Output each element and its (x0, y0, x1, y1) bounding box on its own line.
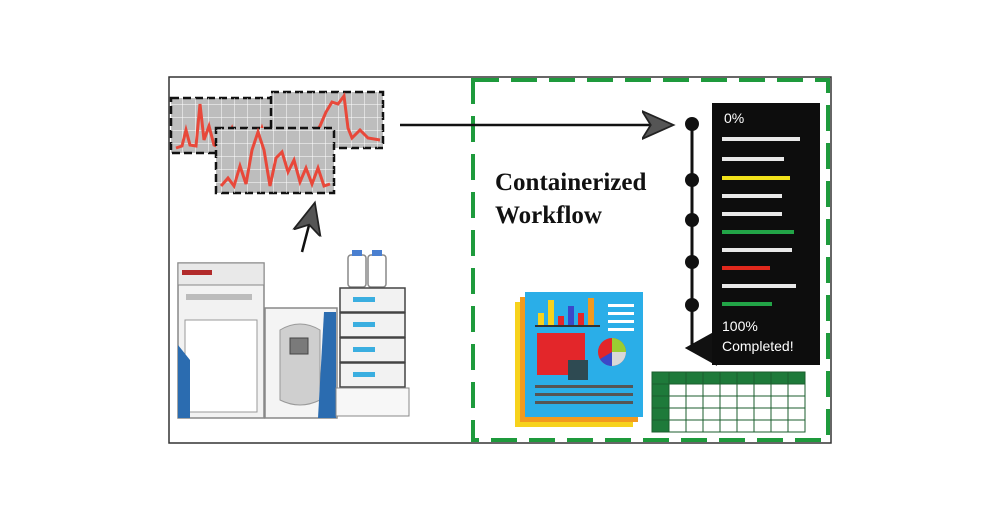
table-cell (736, 395, 755, 409)
timeline-step-1 (685, 117, 699, 131)
table-cell (651, 395, 670, 409)
table-cell (787, 419, 806, 433)
table-cell (702, 407, 721, 421)
log-bar (722, 302, 772, 306)
table-cell (702, 419, 721, 433)
container-boundary (471, 78, 830, 442)
table-cell (685, 383, 704, 397)
table-cell (668, 383, 687, 397)
log-bar (722, 212, 782, 216)
table-cell (668, 371, 687, 385)
log-bar (722, 137, 800, 141)
table-cell (719, 383, 738, 397)
log-bar (722, 248, 792, 252)
chromatogram-trace-icon (169, 90, 385, 195)
table-cell (651, 383, 670, 397)
table-cell (702, 383, 721, 397)
table-cell (770, 383, 789, 397)
table-cell (685, 371, 704, 385)
log-bar (722, 176, 790, 180)
table-cell (753, 383, 772, 397)
table-cell (736, 371, 755, 385)
progress-end-label-line1: 100% (722, 318, 758, 334)
workflow-timeline (684, 117, 718, 366)
report-document-icon (515, 292, 643, 427)
log-bar (722, 194, 782, 198)
data-table-icon (651, 371, 806, 433)
workflow-title-line1: Containerized (495, 169, 646, 196)
table-cell (702, 371, 721, 385)
table-cell (668, 407, 687, 421)
lc-ms-instrument-icon (177, 250, 410, 419)
timeline-step-4 (685, 255, 699, 269)
log-bar (722, 284, 796, 288)
table-cell (753, 407, 772, 421)
progress-end-label-line2: Completed! (722, 338, 794, 354)
table-cell (719, 407, 738, 421)
table-cell (736, 407, 755, 421)
log-bar (722, 230, 794, 234)
table-cell (787, 383, 806, 397)
spectrum-panel-3 (214, 126, 336, 195)
workflow-title-line2: Workflow (495, 202, 602, 229)
table-cell (668, 419, 687, 433)
instrument-to-spectra-arrow (302, 206, 314, 253)
table-cell (736, 419, 755, 433)
table-cell (651, 371, 670, 385)
table-cell (753, 419, 772, 433)
timeline-step-5 (685, 298, 699, 312)
table-cell (651, 407, 670, 421)
table-cell (787, 407, 806, 421)
table-cell (770, 395, 789, 409)
table-cell (736, 383, 755, 397)
table-cell (719, 371, 738, 385)
table-cell (770, 371, 789, 385)
table-cell (753, 395, 772, 409)
table-cell (685, 419, 704, 433)
table-cell (787, 395, 806, 409)
table-cell (787, 371, 806, 385)
table-cell (651, 419, 670, 433)
table-cell (770, 407, 789, 421)
progress-start-label: 0% (724, 110, 744, 126)
timeline-step-2 (685, 173, 699, 187)
table-cell (719, 395, 738, 409)
log-bar (722, 266, 770, 270)
table-cell (685, 407, 704, 421)
log-bar (722, 157, 784, 161)
table-cell (685, 395, 704, 409)
table-cell (770, 419, 789, 433)
table-cell (753, 371, 772, 385)
progress-log-icon: 0% 100% Completed! (712, 103, 820, 365)
table-cell (668, 395, 687, 409)
table-cell (702, 395, 721, 409)
timeline-step-3 (685, 213, 699, 227)
table-cell (719, 419, 738, 433)
